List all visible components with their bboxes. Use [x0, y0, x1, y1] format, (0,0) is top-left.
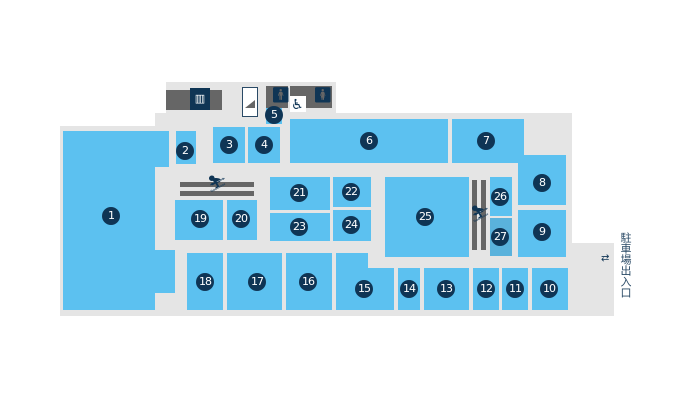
escalator-icon: ⛷︎ — [207, 174, 228, 193]
marker-7[interactable]: 7 — [477, 132, 495, 150]
accessible-restroom-bg — [290, 96, 306, 112]
marker-8[interactable]: 8 — [533, 174, 551, 192]
marker-19[interactable]: 19 — [191, 210, 209, 228]
accessible-restroom-icon: ♿︎ — [291, 97, 304, 113]
elevator-icon[interactable]: ▥ — [190, 88, 210, 110]
room-1[interactable] — [63, 250, 175, 293]
escalator — [481, 180, 486, 250]
marker-26[interactable]: 26 — [491, 188, 509, 206]
stairs-icon[interactable] — [242, 87, 258, 117]
marker-27[interactable]: 27 — [491, 228, 509, 246]
marker-13[interactable]: 13 — [437, 280, 455, 298]
marker-14[interactable]: 14 — [400, 280, 418, 298]
marker-16[interactable]: 16 — [299, 273, 317, 291]
escalator-icon: ⛷︎ — [470, 204, 491, 223]
parking-entrance-label: 駐車場出入口 — [619, 232, 632, 298]
marker-25[interactable]: 25 — [416, 208, 434, 226]
marker-24[interactable]: 24 — [342, 216, 360, 234]
marker-2[interactable]: 2 — [176, 142, 194, 160]
floor-area — [572, 243, 614, 316]
marker-6[interactable]: 6 — [360, 132, 378, 150]
marker-21[interactable]: 21 — [290, 184, 308, 202]
marker-9[interactable]: 9 — [533, 223, 551, 241]
escalator — [180, 191, 254, 196]
marker-17[interactable]: 17 — [248, 273, 266, 291]
marker-10[interactable]: 10 — [540, 280, 558, 298]
parking-arrows-icon: ⇄ — [601, 253, 610, 264]
marker-12[interactable]: 12 — [477, 280, 495, 298]
escalator — [180, 182, 254, 187]
marker-23[interactable]: 23 — [290, 218, 308, 236]
marker-3[interactable]: 3 — [220, 136, 238, 154]
marker-4[interactable]: 4 — [255, 136, 273, 154]
marker-15[interactable]: 15 — [355, 280, 373, 298]
marker-5[interactable]: 5 — [265, 106, 283, 124]
marker-11[interactable]: 11 — [506, 280, 524, 298]
marker-18[interactable]: 18 — [196, 273, 214, 291]
womens-restroom-icon: 🚺︎ — [313, 86, 333, 104]
marker-1[interactable]: 1 — [102, 207, 120, 225]
mens-restroom[interactable] — [266, 86, 288, 108]
marker-20[interactable]: 20 — [232, 210, 250, 228]
mens-restroom-icon: 🚹︎ — [271, 86, 291, 104]
marker-22[interactable]: 22 — [342, 183, 360, 201]
escalator — [472, 180, 477, 250]
